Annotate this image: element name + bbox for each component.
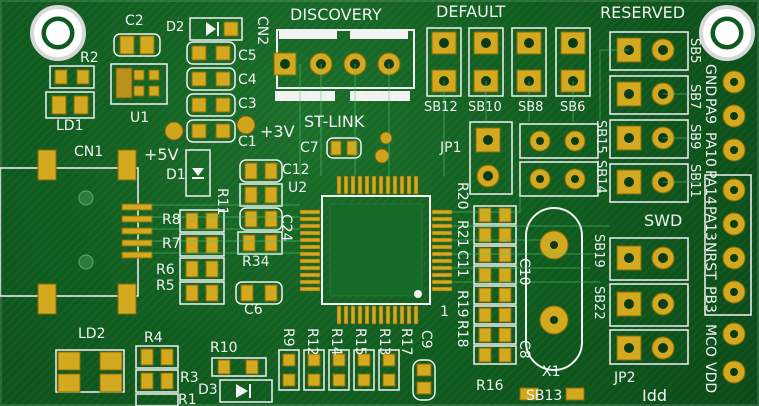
label-sb15: SB15 [593,120,608,154]
label-jp2: JP2 [614,370,636,386]
label-r3: R3 [180,370,199,386]
label-sb12: SB12 [424,100,458,115]
label-r8: R8 [162,212,181,228]
label-sb13: SB13 [526,388,563,404]
pin-label-gnd: GND [702,64,718,97]
label-c4: C4 [238,72,257,88]
label-sb8: SB8 [518,100,544,115]
label-cn1: CN1 [74,144,104,160]
pin-label-pa14: PA14 [702,170,718,205]
label-sb14: SB14 [593,160,608,194]
label-idd: Idd [642,386,668,405]
label-x1: X1 [542,364,561,380]
label-r15: R15 [352,328,368,356]
crystal-x1 [519,207,585,401]
label-c24: C24 [278,214,294,242]
label-r13: R13 [376,328,392,356]
label-r10: R10 [210,340,238,356]
label-plus3v: +3V [260,122,295,141]
label-c2: C2 [125,13,144,29]
label-r21: R21 [454,220,470,248]
label-r1: R1 [178,392,197,406]
label-swd: SWD [644,211,683,230]
label-r2: R2 [80,50,99,66]
label-c7: C7 [300,140,319,156]
label-sb9: SB9 [687,124,702,150]
label-d2: D2 [166,20,185,35]
label-r4: R4 [144,330,163,346]
label-r12: R12 [304,328,320,356]
heading-reserved: RESERVED [600,3,686,22]
jp1-and-sb-bridges [469,121,599,197]
swd-header-pads [704,70,752,384]
label-sb5: SB5 [687,38,702,64]
reserved-solder-bridges [609,31,689,203]
label-r11: R11 [214,188,230,216]
label-u2: U2 [288,180,308,196]
label-c3: C3 [238,96,257,112]
label-c10: C10 [516,258,532,286]
label-u1: U1 [130,110,150,126]
heading-discovery: DISCOVERY [290,5,382,24]
label-sb6: SB6 [560,100,586,115]
pcb-traces [150,49,700,283]
label-jp1: JP1 [440,140,462,156]
heading-default: DEFAULT [436,2,506,21]
label-r6: R6 [156,262,175,278]
label-st-link: ST-LINK [304,112,365,131]
label-r14: R14 [328,328,344,356]
label-d1: D1 [166,167,186,183]
label-r34: R34 [242,254,270,270]
label-r17: R17 [398,328,414,356]
pin-label-pa9: PA9 [702,98,718,125]
top-left-components [45,17,393,197]
label-sb19: SB19 [591,234,606,268]
mcu-u2 [299,175,453,325]
label-ld2: LD2 [78,326,106,342]
discovery-jumper-outline [273,29,415,101]
label-plus5v: +5V [144,145,179,164]
label-c6: C6 [244,302,263,318]
pin-label-pa10: PA10 [702,132,718,167]
mounting-hole-left [30,5,86,61]
label-r9: R9 [280,328,296,347]
label-ld1: LD1 [56,118,84,134]
label-r19: R19 [454,290,470,318]
default-solder-bridges [426,27,591,97]
mounting-hole-right [699,5,755,61]
label-sb7: SB7 [687,84,702,110]
pin-label-pb3: PB3 [702,286,718,313]
label-c1: C1 [238,134,257,150]
pin-label-nrst: NRST [702,242,718,280]
label-c8: C8 [516,340,532,359]
label-cn2: CN2 [254,16,270,46]
label-r20: R20 [454,182,470,210]
label-c12: C12 [282,162,310,178]
label-r7: R7 [162,236,181,252]
label-c5: C5 [238,48,257,64]
label-r16: R16 [476,378,504,394]
label-pin1: 1 [440,304,449,320]
swd-area-bridges [609,237,689,365]
label-sb22: SB22 [591,286,606,320]
usb-connector-cn1 [0,149,153,315]
pin-label-vdd: VDD [702,362,718,394]
label-sb11: SB11 [687,164,702,198]
label-r5: R5 [156,278,175,294]
label-sb10: SB10 [468,100,502,115]
pin-label-pa13: PA13 [702,206,718,241]
pin-label-mco: MCO [702,324,718,357]
passives-near-mcu [55,159,517,406]
label-c11: C11 [454,250,470,278]
label-d3: D3 [198,382,218,398]
label-c9: C9 [418,330,434,349]
label-r18: R18 [454,320,470,348]
